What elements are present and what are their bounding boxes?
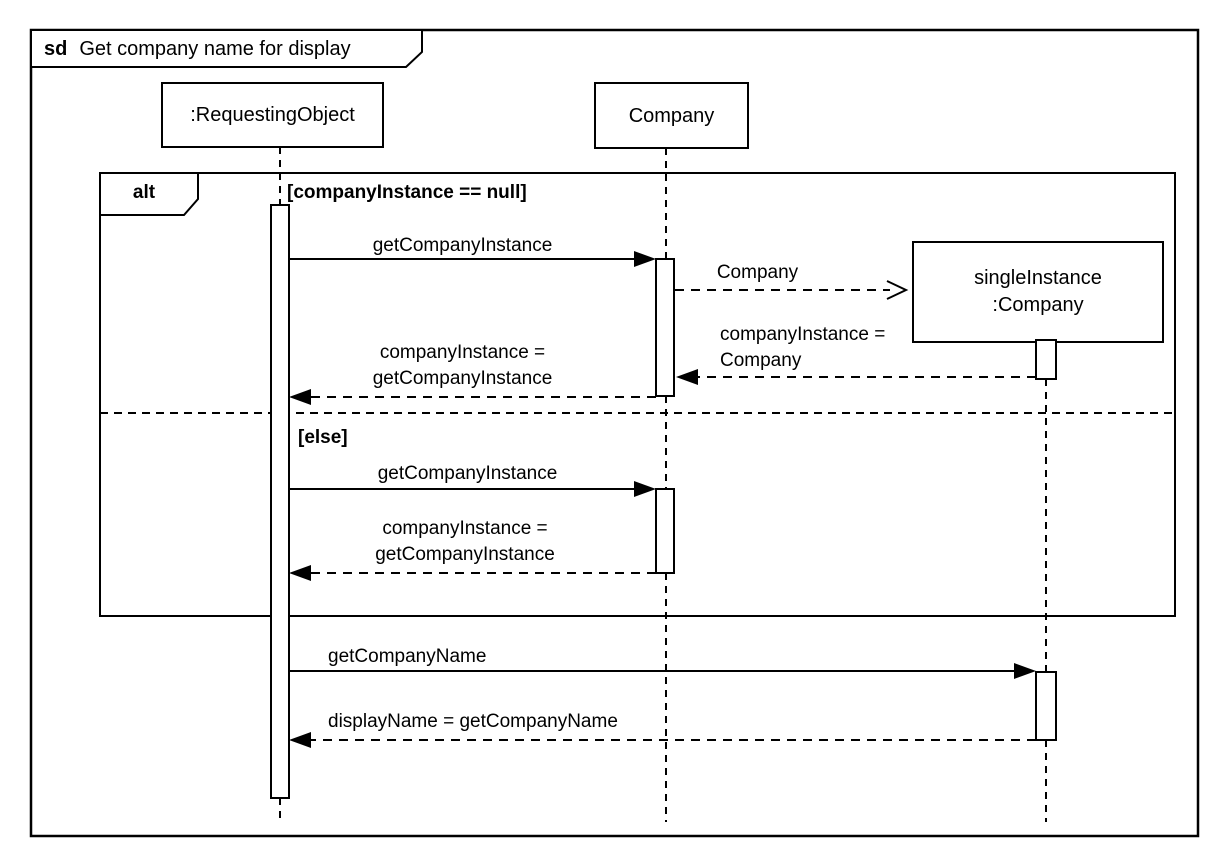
message-arrowhead-m3 — [676, 369, 698, 385]
message-label-m6-line1: companyInstance = — [382, 518, 548, 539]
lifelines — [279, 147, 1047, 822]
activation-company-2 — [655, 488, 675, 574]
frame-title-row: sd Get company name for display — [44, 37, 351, 61]
alt-guard-else: [else] — [298, 427, 348, 448]
message-label-m6: companyInstance = getCompanyInstance — [345, 516, 585, 568]
activation-company-1 — [655, 258, 675, 397]
lifeline-head-requesting-object — [161, 82, 384, 148]
message-label-m1: getCompanyInstance — [372, 235, 553, 256]
message-label-m6-line2: getCompanyInstance — [375, 544, 555, 565]
activation-requesting-object — [270, 204, 290, 799]
message-arrowhead-m1 — [634, 251, 656, 267]
frame-keyword: sd — [44, 38, 68, 60]
alt-operator-label: alt — [132, 182, 156, 203]
activation-single-instance-2 — [1035, 671, 1057, 741]
single-instance-class: :Company — [992, 294, 1084, 316]
message-label-m3-line2: Company — [720, 350, 802, 371]
message-arrowhead-m8 — [289, 732, 311, 748]
message-label-m4: companyInstance = getCompanyInstance — [345, 340, 580, 392]
activation-single-instance-1 — [1035, 339, 1057, 380]
lifeline-head-company — [594, 82, 749, 149]
message-label-m5: getCompanyInstance — [377, 463, 558, 484]
single-instance-name: singleInstance — [974, 267, 1102, 289]
sd-frame-name-pentagon — [30, 29, 423, 68]
sd-frame-border — [29, 28, 1200, 838]
message-label-m8: displayName = getCompanyName — [328, 711, 618, 732]
message-arrowhead-m5 — [634, 481, 656, 497]
activations — [270, 204, 1057, 799]
lifeline-label-single-instance: singleInstance :Company — [913, 242, 1163, 342]
alt-fragment-border — [99, 172, 1176, 617]
message-arrowhead-m4 — [289, 389, 311, 405]
message-label-m7: getCompanyName — [328, 646, 487, 667]
message-arrowhead-m6 — [289, 565, 311, 581]
message-label-m4-line2: getCompanyInstance — [372, 368, 553, 389]
lifeline-head-single-instance — [912, 241, 1164, 343]
lifeline-label-company: Company — [628, 104, 715, 127]
message-label-m4-line1: companyInstance = — [379, 342, 546, 363]
lifeline-label-requesting-object: :RequestingObject — [190, 104, 355, 126]
alt-guard-if: [companyInstance == null] — [287, 182, 527, 203]
message-label-m2: Company — [716, 262, 799, 283]
message-label-m3: companyInstance = Company — [720, 322, 885, 374]
message-open-arrowhead-m2 — [886, 280, 909, 300]
frame-title: Get company name for display — [79, 38, 351, 60]
message-label-m3-line1: companyInstance = — [720, 324, 886, 345]
message-arrowhead-m7 — [1014, 663, 1036, 679]
alt-operator-pentagon — [99, 172, 199, 216]
